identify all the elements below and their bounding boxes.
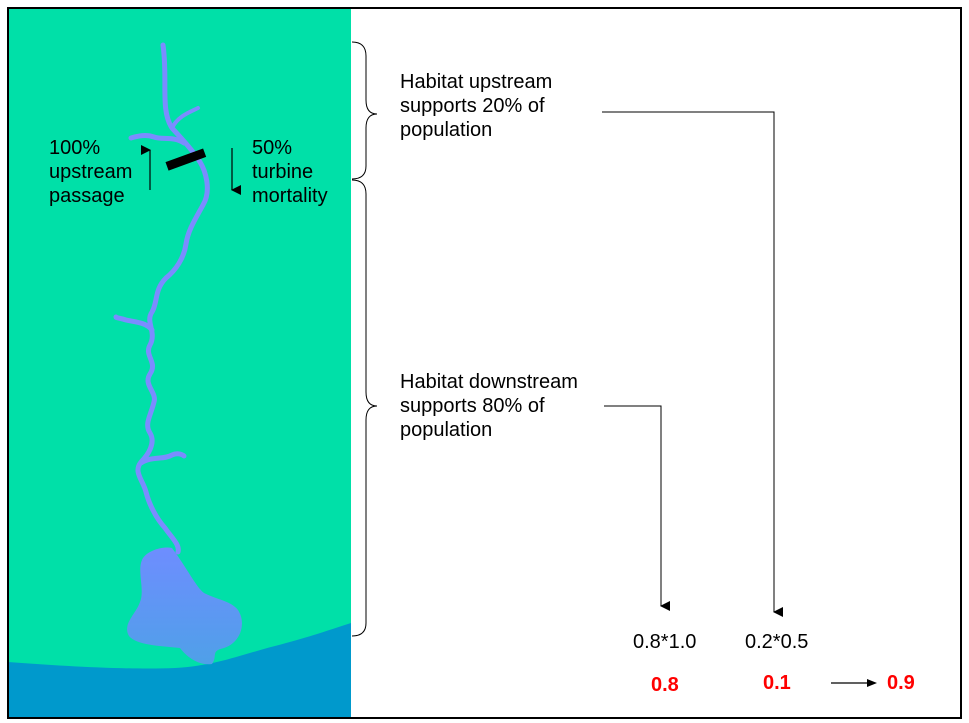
upstream-connector [602, 111, 783, 617]
tributary-upper-left [128, 132, 187, 146]
upstream-passage-label: 100% upstream passage [49, 136, 132, 208]
total-result: 0.9 [887, 672, 915, 694]
habitat-upstream-line-3: population [400, 119, 493, 141]
upstream-habitat-brace [351, 41, 378, 180]
habitat-upstream-line-2: supports 20% of [400, 95, 545, 117]
turbine-mortality-label: 50% turbine mortality [252, 136, 328, 208]
turbine-mortality-line-1: 50% [252, 137, 293, 159]
habitat-downstream-line-1: Habitat downstream [400, 371, 578, 393]
upstream-passage-line-1: 100% [49, 137, 101, 159]
turbine-mortality-line-2: turbine [252, 161, 314, 183]
tributary-middle [113, 314, 155, 333]
downstream-expression: 0.8*1.0 [633, 631, 697, 653]
habitat-upstream-line-1: Habitat upstream [400, 71, 553, 93]
outer-frame [7, 7, 962, 719]
downstream-result: 0.8 [651, 674, 679, 696]
downstream-connector [604, 405, 670, 611]
lake [127, 547, 242, 665]
downstream-habitat-brace [351, 179, 378, 637]
dam-bar [165, 148, 207, 171]
habitat-downstream-line-2: supports 80% of [400, 395, 545, 417]
upstream-passage-line-3: passage [49, 185, 125, 207]
sea [8, 623, 351, 718]
upstream-expression: 0.2*0.5 [745, 631, 809, 653]
turbine-mortality-line-3: mortality [252, 185, 328, 207]
tributary-lower [138, 451, 187, 466]
total-arrow-head [867, 679, 877, 687]
upstream-result: 0.1 [763, 672, 791, 694]
habitat-downstream-label: Habitat downstream supports 80% of popul… [400, 370, 578, 442]
tributary-upper-right [170, 106, 200, 130]
upstream-passage-line-2: upstream [49, 161, 133, 183]
river-main [135, 42, 210, 555]
habitat-upstream-label: Habitat upstream supports 20% of populat… [400, 70, 552, 142]
habitat-downstream-line-3: population [400, 419, 493, 441]
